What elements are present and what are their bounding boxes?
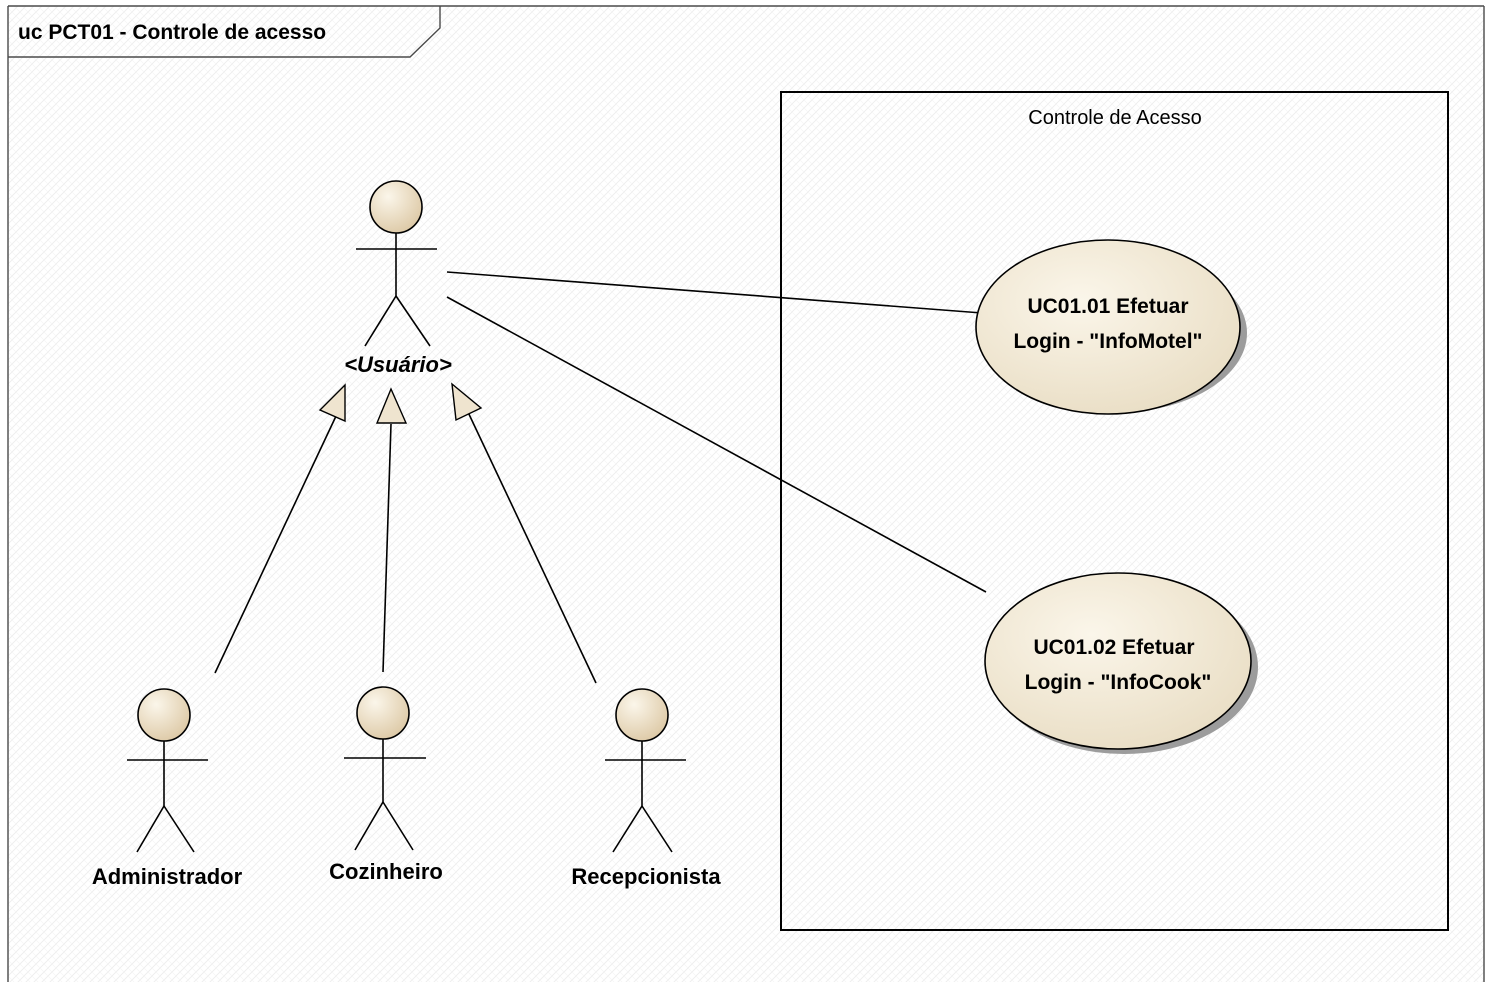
use-case-uc0101[interactable]: UC01.01 Efetuar Login - "InfoMotel" bbox=[975, 239, 1247, 415]
generalization-arrowhead bbox=[375, 387, 408, 424]
generalization-cozinheiro[interactable] bbox=[375, 387, 408, 673]
actor-usuario[interactable]: <Usuário> bbox=[344, 180, 452, 377]
actor-label-recepcionista: Recepcionista bbox=[571, 864, 721, 889]
generalization-arrowhead bbox=[451, 382, 483, 422]
use-case-label-line2: Login - "InfoMotel" bbox=[1013, 330, 1202, 353]
use-case-label-line2: Login - "InfoCook" bbox=[1025, 671, 1212, 694]
use-case-label-line1: UC01.01 Efetuar bbox=[1027, 295, 1188, 318]
system-boundary-title: Controle de Acesso bbox=[1028, 107, 1201, 129]
use-case-label-line1: UC01.02 Efetuar bbox=[1033, 636, 1194, 659]
actor-recepcionista[interactable]: Recepcionista bbox=[571, 688, 721, 889]
actor-head bbox=[615, 688, 669, 742]
association-usuario-uc0101[interactable] bbox=[446, 271, 983, 314]
actor-label-usuario: <Usuário> bbox=[344, 352, 452, 377]
actor-head bbox=[137, 688, 191, 742]
actor-administrador[interactable]: Administrador bbox=[92, 688, 243, 889]
generalization-arrowhead bbox=[318, 383, 346, 423]
generalization-administrador[interactable] bbox=[214, 383, 346, 674]
use-case-ellipse bbox=[984, 572, 1252, 750]
association-usuario-uc0102[interactable] bbox=[446, 296, 987, 593]
actor-head bbox=[356, 686, 410, 740]
actor-head bbox=[369, 180, 423, 234]
diagram-background bbox=[8, 6, 1484, 982]
use-case-ellipse bbox=[975, 239, 1241, 415]
actor-label-cozinheiro: Cozinheiro bbox=[329, 859, 443, 884]
system-boundary[interactable]: Controle de Acesso bbox=[780, 91, 1449, 931]
generalization-recepcionista[interactable] bbox=[451, 382, 597, 684]
use-case-uc0102[interactable]: UC01.02 Efetuar Login - "InfoCook" bbox=[984, 572, 1258, 754]
frame-title: uc PCT01 - Controle de acesso bbox=[18, 21, 326, 44]
diagram-frame: uc PCT01 - Controle de acesso bbox=[7, 5, 1485, 982]
actor-cozinheiro[interactable]: Cozinheiro bbox=[329, 686, 443, 884]
frame-title-tab bbox=[8, 6, 441, 58]
actor-label-administrador: Administrador bbox=[92, 864, 243, 889]
